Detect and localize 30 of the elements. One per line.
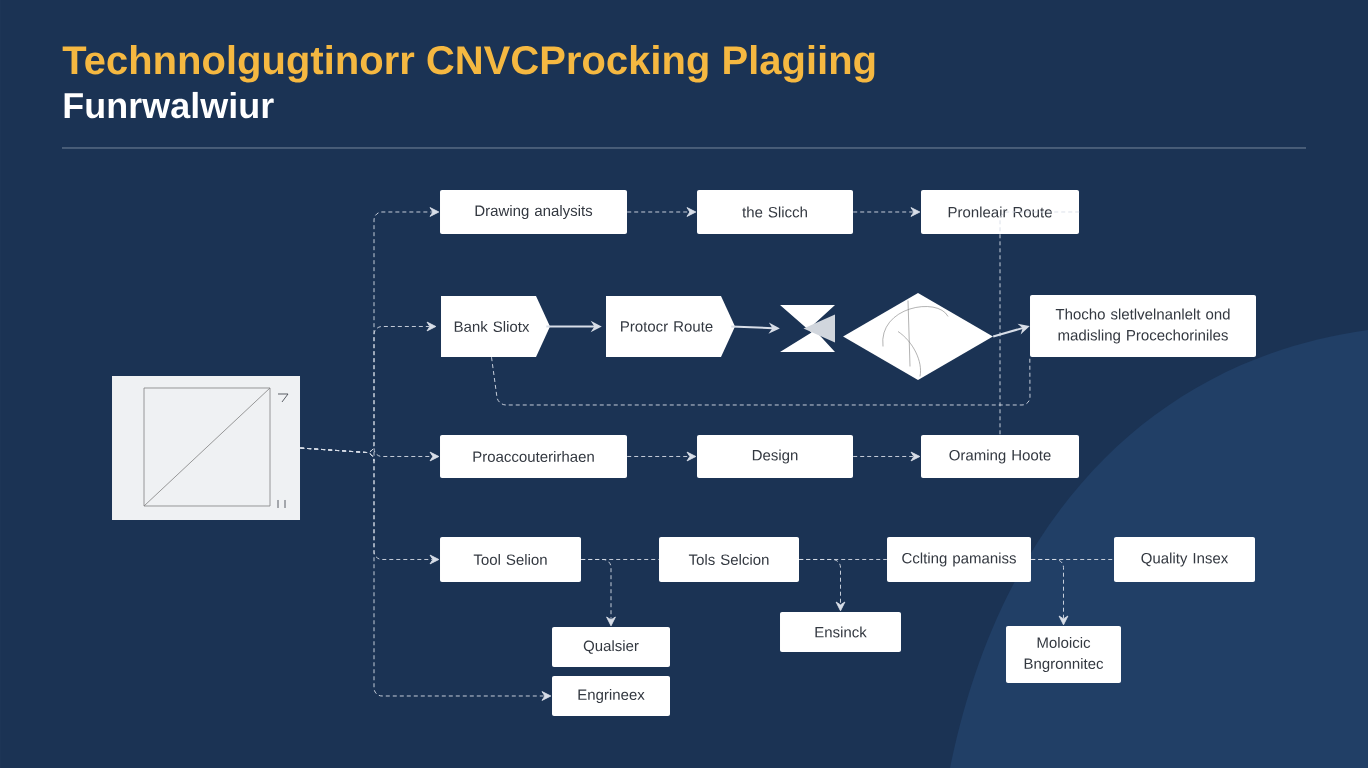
- arrow: [299, 447, 552, 701]
- process-box: Pronleair Route: [921, 190, 1079, 234]
- process-box: Drawing analysits: [440, 190, 627, 234]
- arrow: [852, 451, 921, 462]
- picture: [112, 376, 300, 520]
- label: Funrwalwiur: [64, 91, 274, 119]
- arrow: [1030, 559, 1069, 626]
- process-box: Tool Selion: [440, 537, 581, 582]
- bowtie-shape: [780, 305, 835, 352]
- process-box: Quality Insex: [1114, 537, 1255, 582]
- arrow: [852, 207, 921, 217]
- process-box: Cclting pamaniss: [887, 537, 1031, 582]
- process-box: Thocho sletlvelnanlelt ond madisling Procechoriniles: [1030, 295, 1256, 357]
- process-box: Moloicic Bngronnitec: [1006, 626, 1121, 683]
- arrow: [580, 559, 616, 627]
- diamond-shape: [843, 293, 993, 380]
- arrow-box: Bank Sliotx: [441, 296, 550, 357]
- arrow: [626, 207, 697, 217]
- diagram-title: Technnolgugtinorr CNVCProcking Plagiing: [62, 45, 875, 83]
- process-box: Ensinck: [780, 612, 901, 652]
- arrow: [626, 451, 697, 462]
- process-box: Engrineex: [552, 676, 670, 716]
- process-box: Tols Selcion: [659, 537, 799, 582]
- process-box: the Slicch: [697, 190, 853, 234]
- process-box: Qualsier: [552, 627, 670, 667]
- arrow-box: Protocr Route: [606, 296, 735, 357]
- process-box: Design: [697, 435, 853, 478]
- process-box: Oraming Hoote: [921, 435, 1079, 478]
- process-box: Proaccouterirhaen: [440, 435, 627, 478]
- arrow: [798, 559, 846, 612]
